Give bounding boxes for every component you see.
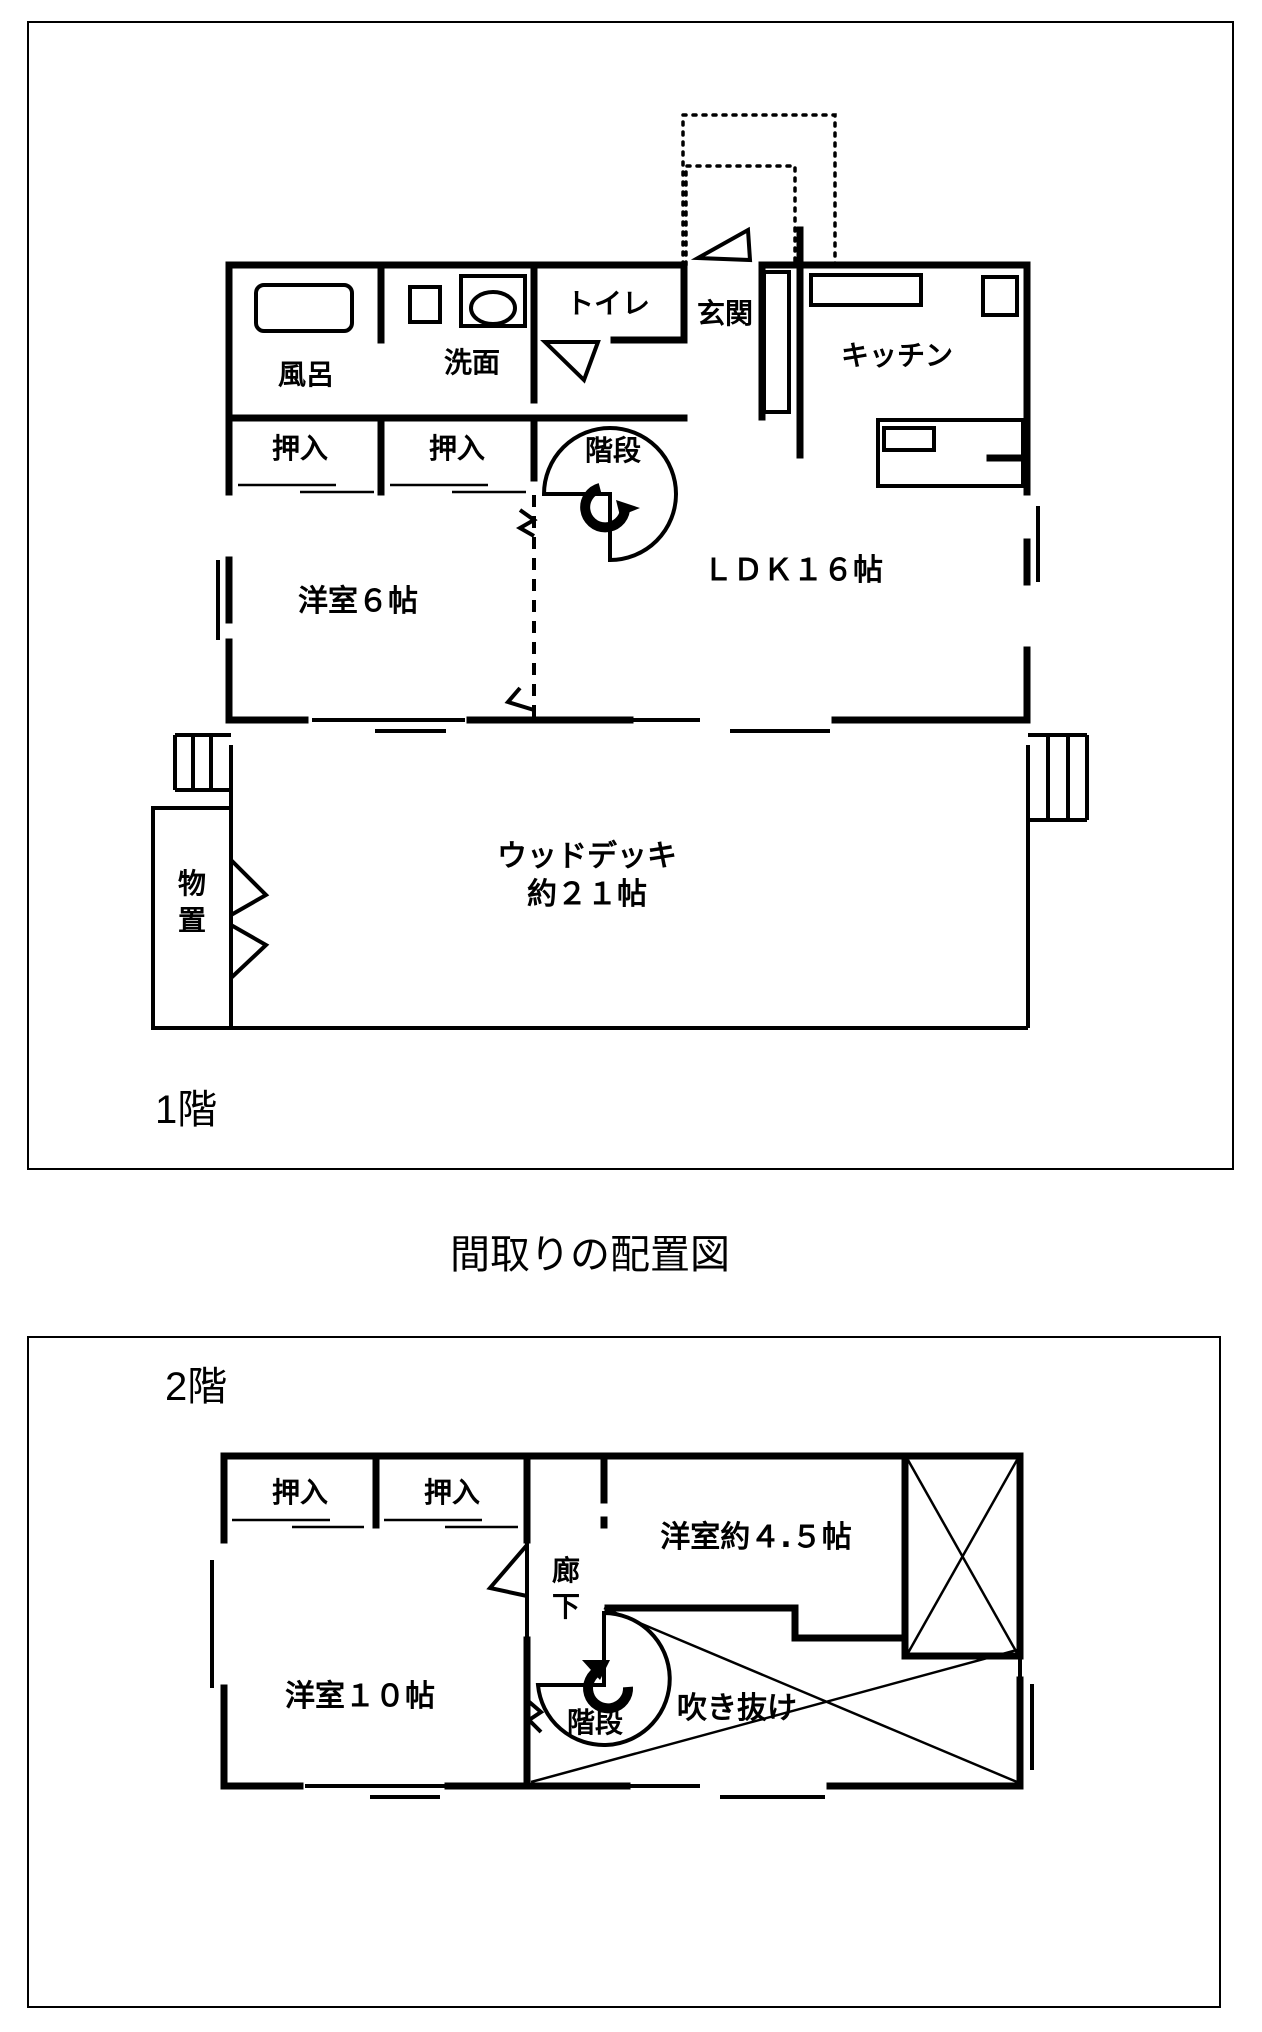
sink-counter bbox=[408, 285, 442, 324]
island-counter bbox=[876, 418, 1025, 488]
porch-outline bbox=[681, 113, 837, 267]
storage-box bbox=[151, 806, 233, 1030]
entrance-label: 玄関 bbox=[697, 297, 753, 330]
folding-door-1f bbox=[515, 508, 538, 538]
stairs-label: 階段 bbox=[585, 434, 641, 467]
storage-label-line2: 置 bbox=[178, 904, 206, 937]
kitchen-label: キッチン bbox=[841, 339, 953, 372]
floor2-walls bbox=[210, 1452, 1034, 1799]
floor2-label: 2階 bbox=[165, 1365, 227, 1409]
spiral-stairs-1f bbox=[541, 426, 678, 563]
void-area bbox=[530, 1606, 1018, 1784]
deck-steps-left bbox=[173, 733, 231, 792]
closet-a-label-2f: 押入 bbox=[272, 1476, 328, 1509]
shoe-cabinet bbox=[762, 270, 791, 414]
storage-door-icon-1 bbox=[229, 855, 270, 919]
toilet-label: トイレ bbox=[566, 287, 650, 320]
sink bbox=[882, 426, 936, 452]
stairs-label-2f: 階段 bbox=[567, 1706, 623, 1739]
storage-label-line1: 物 bbox=[178, 867, 206, 900]
western-large-label: 洋室１０帖 bbox=[285, 1679, 435, 1714]
fridge bbox=[981, 275, 1019, 317]
ldk-label: ＬＤＫ１６帖 bbox=[703, 553, 883, 588]
folding-door-1f-lower bbox=[504, 686, 535, 712]
void-label: 吹き抜け bbox=[677, 1691, 797, 1726]
washroom-label: 洗面 bbox=[444, 346, 500, 379]
washing-machine bbox=[459, 274, 527, 328]
bathtub bbox=[254, 283, 354, 333]
wood-deck bbox=[151, 733, 1089, 1030]
western-small-label: 洋室約４.５帖 bbox=[660, 1520, 851, 1555]
closet-a-label: 押入 bbox=[272, 432, 328, 465]
corridor-door-icon bbox=[486, 1539, 529, 1599]
floor1-frame bbox=[27, 21, 1234, 1170]
page-title: 間取りの配置図 bbox=[450, 1232, 730, 1278]
folding-door-2f bbox=[525, 1698, 545, 1734]
floor2-frame bbox=[27, 1336, 1221, 2008]
floor1-label: 1階 bbox=[155, 1088, 217, 1132]
corridor-label-line2: 下 bbox=[552, 1590, 580, 1623]
bath-label: 風呂 bbox=[278, 358, 334, 391]
storage-door-icon-2 bbox=[229, 921, 270, 983]
toilet-door-icon bbox=[540, 340, 601, 384]
basin bbox=[469, 290, 517, 326]
corridor-label-line1: 廊 bbox=[552, 1554, 580, 1587]
floor1-plan: 風呂 洗面 トイレ 玄関 キッチン 押入 押入 階段 ＬＤＫ１６帖 洋室６帖 ウ… bbox=[27, 21, 1234, 1170]
deck-steps-right bbox=[1028, 733, 1089, 822]
western-room-label: 洋室６帖 bbox=[298, 584, 418, 619]
kitchen-counter bbox=[809, 273, 923, 307]
entrance-door-icon bbox=[690, 226, 753, 263]
floor2-plan: 2階 bbox=[27, 1336, 1221, 2008]
spiral-stairs-2f bbox=[535, 1610, 672, 1747]
shaft bbox=[906, 1459, 1019, 1654]
deck-label-line2: 約２１帖 bbox=[527, 877, 647, 912]
closet-b-label-2f: 押入 bbox=[424, 1476, 480, 1509]
deck-label-line1: ウッドデッキ bbox=[497, 839, 677, 874]
closet-b-label: 押入 bbox=[429, 432, 485, 465]
